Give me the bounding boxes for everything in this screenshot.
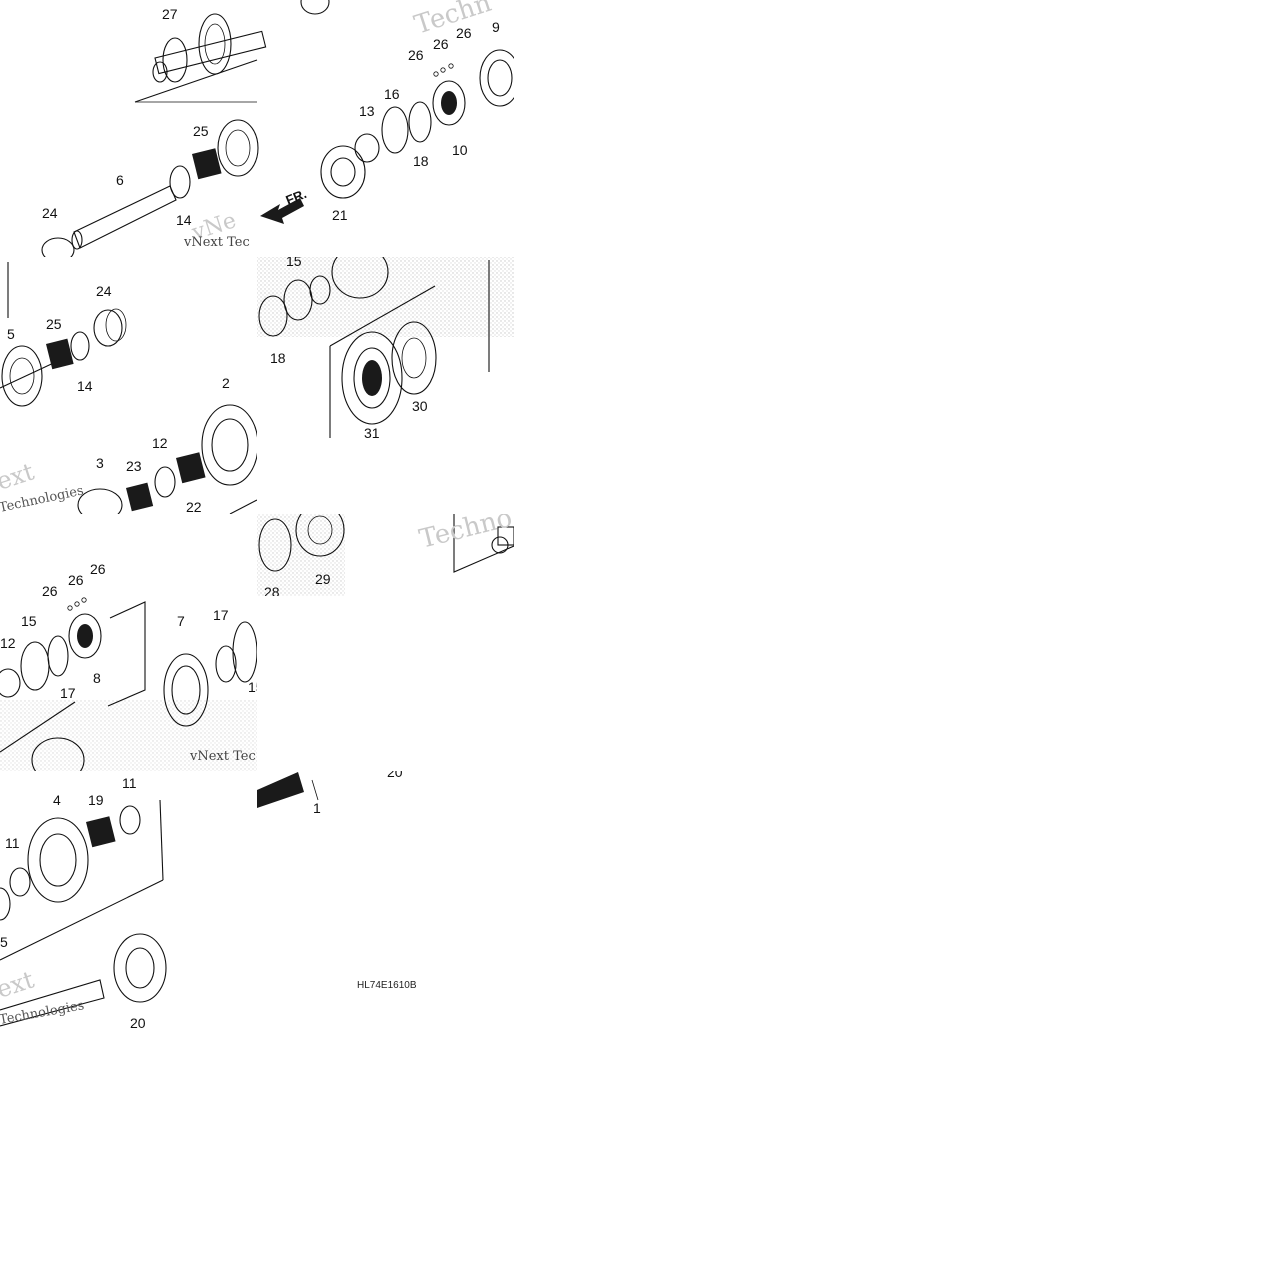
callout-26: 26: [90, 561, 106, 577]
callout-5: 5: [0, 934, 8, 950]
part-27-gear-shaft: [134, 0, 330, 103]
callout-11: 11: [5, 835, 20, 851]
callout-2: 2: [222, 375, 230, 391]
direction-label: FR.: [284, 186, 309, 208]
callout-5: 5: [7, 326, 15, 342]
callout-26: 26: [42, 583, 58, 599]
callout-14: 14: [77, 378, 93, 394]
panel-gear-pair: 15 18 30 31: [257, 253, 514, 514]
watermark-text: vNext Tec: [183, 235, 250, 250]
callout-19: 19: [88, 792, 104, 808]
callout-18: 18: [270, 350, 286, 366]
callout-22: 22: [186, 499, 202, 515]
callout-17: 17: [60, 685, 76, 701]
drawing-code: HL74E1610B: [357, 980, 417, 991]
panel-shaft-assembly: ext Technologies 24 5 25 14 2 12 3 23 22: [0, 257, 257, 515]
callout-26: 26: [68, 572, 84, 588]
callout-23: 23: [126, 458, 142, 474]
callout-29: 29: [315, 571, 331, 587]
callout-30: 30: [412, 398, 428, 414]
panel-shaft-end: 20 1 HL74E1610B: [257, 764, 514, 1028]
callout-15: 15: [248, 679, 264, 695]
callout-1: 1: [313, 800, 321, 816]
callout-25: 25: [193, 123, 209, 139]
front-direction-arrow: FR.: [260, 186, 309, 224]
callout-12: 12: [0, 635, 16, 651]
callout-10: 10: [452, 142, 468, 158]
watermark-text: Techn: [411, 0, 495, 41]
callout-15: 15: [21, 613, 37, 629]
callout-20: 20: [130, 1015, 146, 1031]
callout-12: 12: [152, 435, 168, 451]
panel-input-shaft: ext Technologies 4 19 11 11 5 20: [0, 771, 257, 1031]
callout-24: 24: [42, 205, 58, 221]
callout-7: 7: [177, 613, 185, 629]
callout-26: 26: [433, 36, 449, 52]
callout-17: 17: [213, 607, 229, 623]
callout-20: 20: [387, 764, 403, 780]
callout-25: 25: [46, 316, 62, 332]
callout-8: 8: [93, 670, 101, 686]
callout-3: 3: [96, 455, 104, 471]
watermark-text: vNext Tec: [189, 749, 256, 764]
callout-27: 27: [162, 6, 178, 22]
callout-28: 28: [264, 584, 280, 600]
callout-14: 14: [176, 212, 192, 228]
callout-18: 18: [413, 153, 429, 169]
panel-top-diagram: Techn vNe: [41, 0, 514, 257]
callout-13: 13: [359, 103, 375, 119]
callout-21: 21: [332, 207, 348, 223]
callout-11: 11: [122, 775, 137, 791]
part-9-10-13-16-18-21-cluster: [320, 49, 514, 199]
panel-gears-28-29: Techno 28 29: [257, 514, 514, 600]
callout-15: 15: [286, 253, 302, 269]
callout-4: 4: [53, 792, 61, 808]
callout-26: 26: [456, 25, 472, 41]
part-6-mainshaft: [41, 119, 259, 257]
callout-31: 31: [364, 425, 380, 441]
callout-9: 9: [492, 19, 500, 35]
panel-hub-assembly: vNext Tec 26 26 26 12 15 17 8 7 17 15: [0, 514, 264, 771]
callout-6: 6: [116, 172, 124, 188]
callout-26: 26: [408, 47, 424, 63]
callout-24: 24: [96, 283, 112, 299]
callout-16: 16: [384, 86, 400, 102]
